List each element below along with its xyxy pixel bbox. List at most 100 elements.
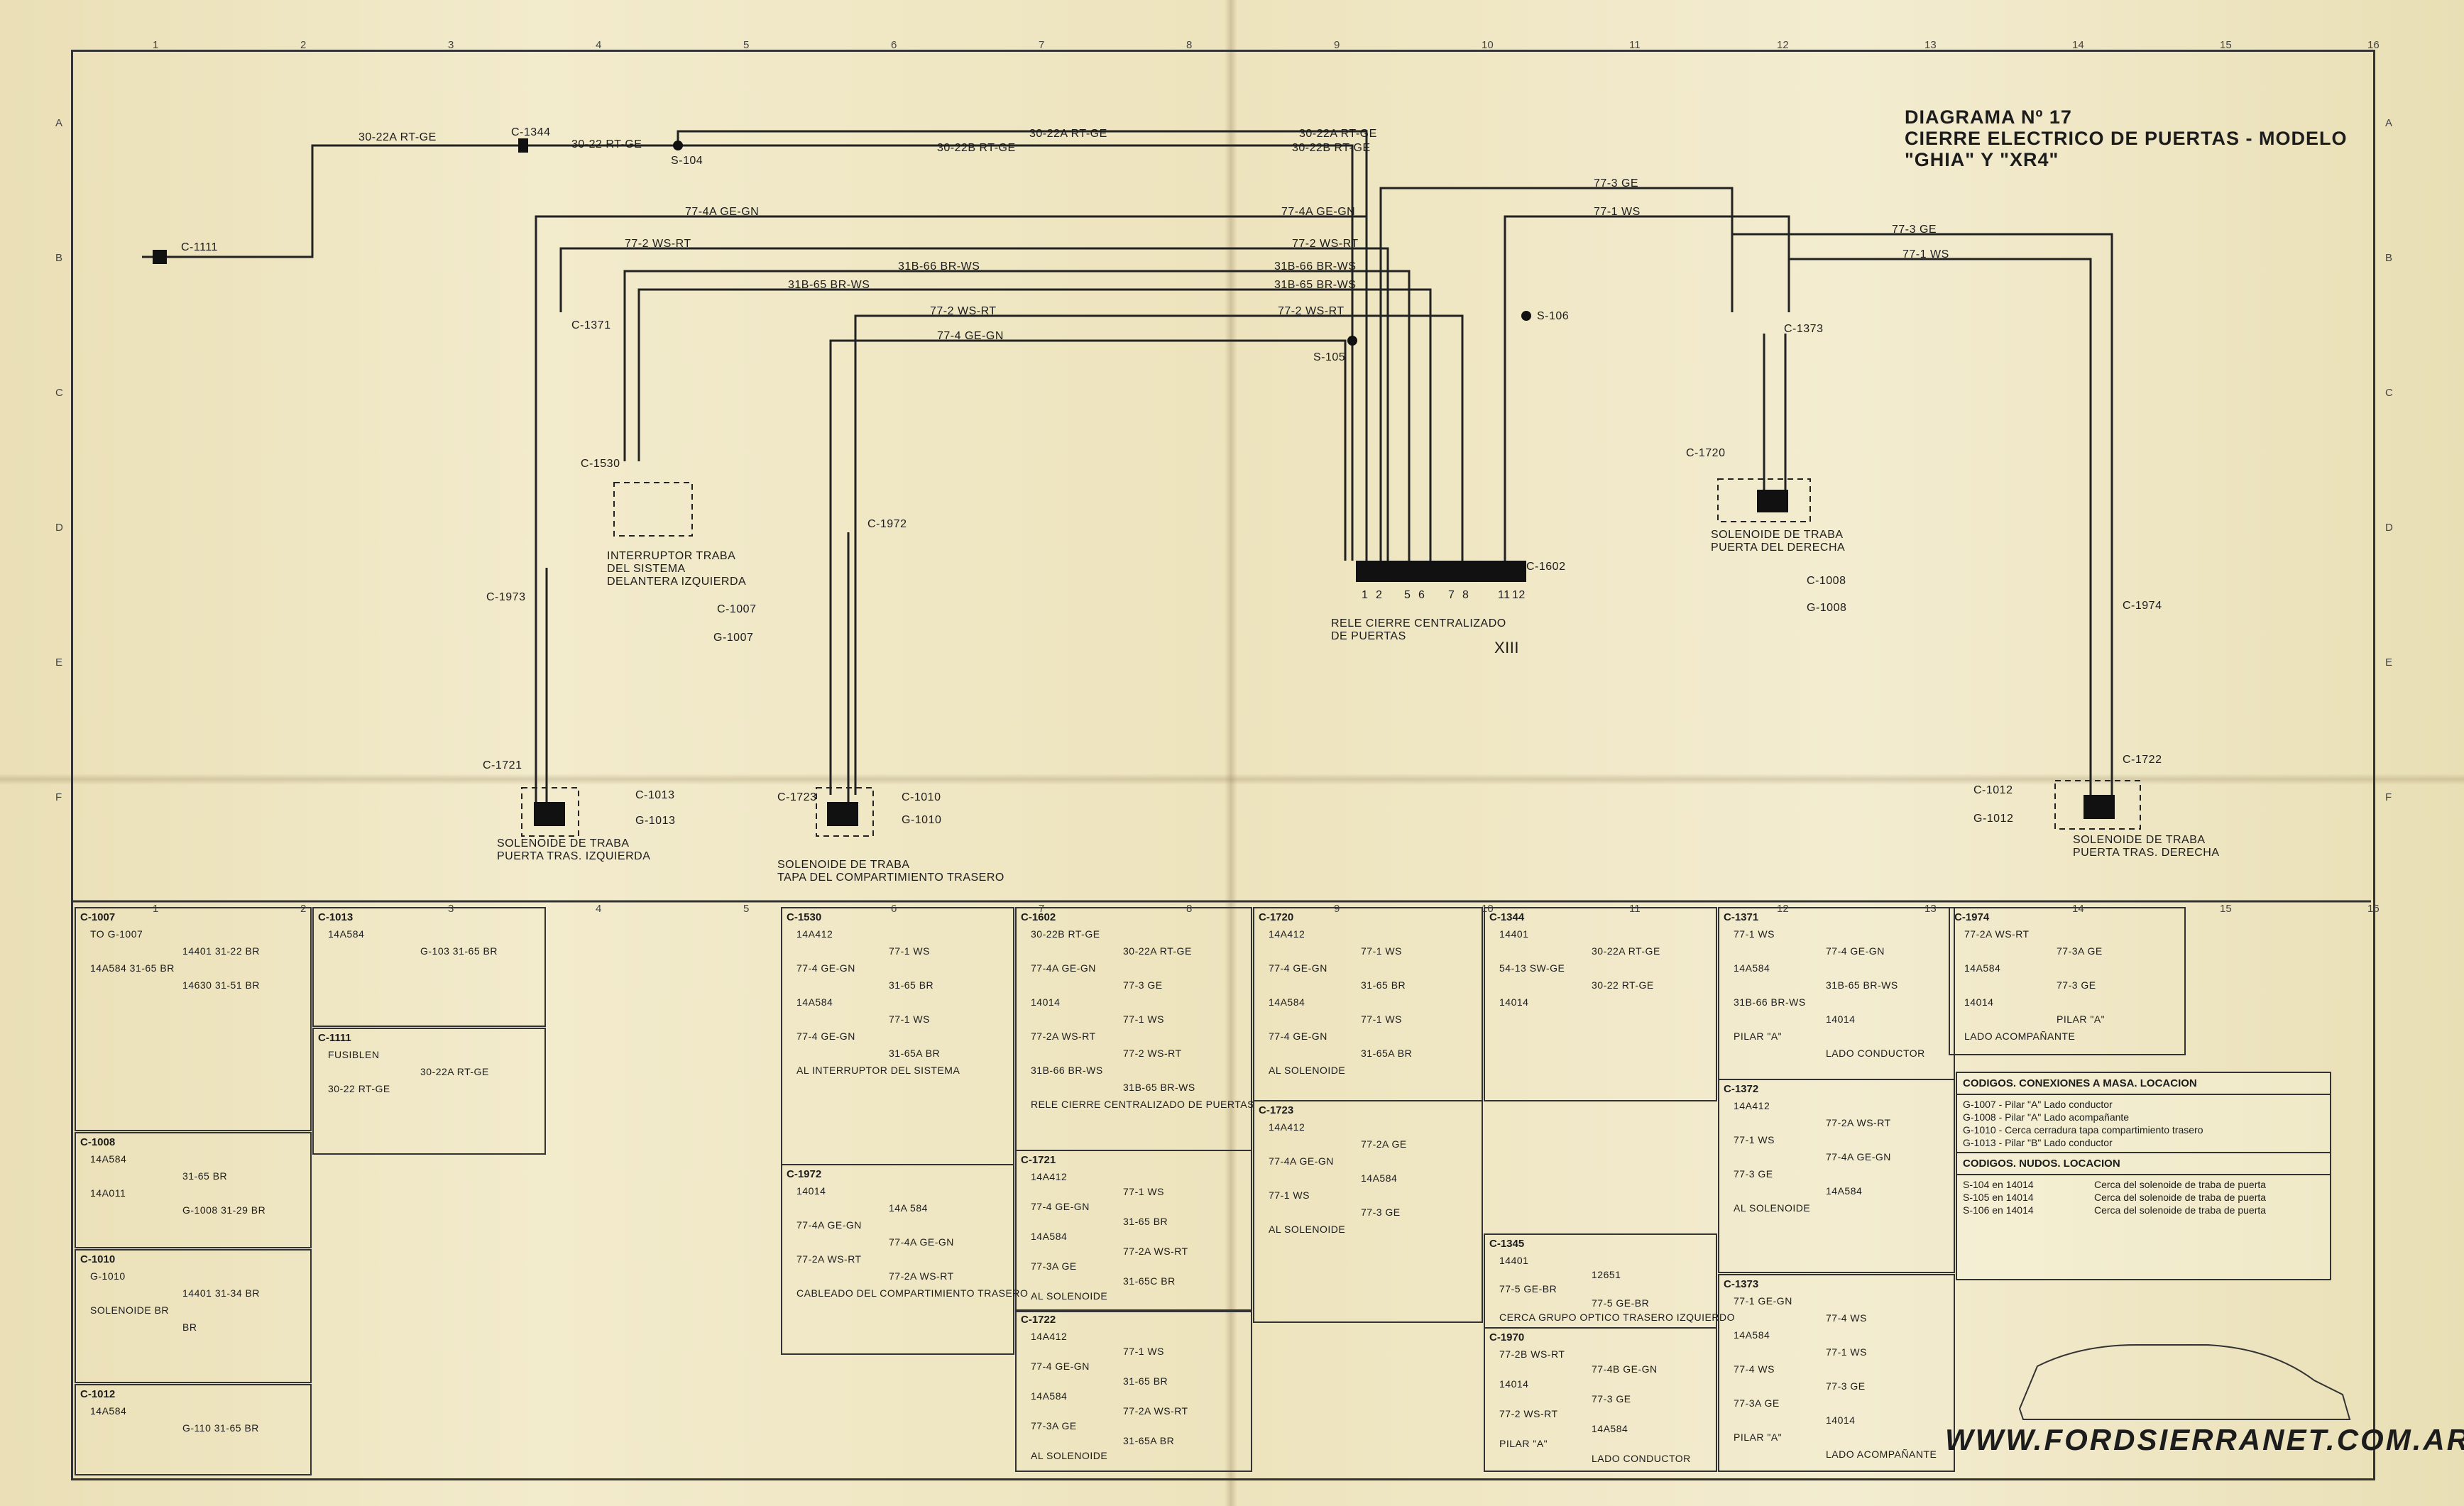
ground-legend-row: G-1008 - Pilar "A" Lado acompañante [1963,1111,2130,1123]
ground-g1012: G-1012 [1973,813,2014,825]
grid-col-15: 15 [2220,39,2232,51]
grid-col-4: 4 [596,39,602,51]
view-line: 77-4A GE-GN [796,1219,862,1231]
view-line: 77-4A GE-GN [889,1236,954,1248]
grid-col-5: 5 [743,903,750,915]
grid-col-16: 16 [2367,903,2380,915]
view-title: C-1007 [80,911,116,923]
wire-77-1-far [1789,258,2092,795]
grid-col-16: 16 [2367,39,2380,51]
diagram-frame [71,50,2375,1480]
view-line: RELE CIERRE CENTRALIZADO DE PUERTAS [1031,1099,1254,1110]
grid-col-7: 7 [1039,903,1045,915]
view-line: 14014 [1031,996,1061,1008]
relay-pin-2: 2 [1376,589,1383,601]
view-line: AL SOLENOIDE [1269,1224,1346,1235]
grid-row-B: B [2385,252,2393,264]
view-line: CERCA GRUPO OPTICO TRASERO IZQUIERDO [1499,1312,1736,1323]
view-line: 31-65 BR [1123,1216,1168,1227]
view-line: 14A584 [1734,962,1770,974]
view-title: C-1008 [80,1136,116,1148]
connector-c1973: C-1973 [486,591,526,603]
location-legend: CODIGOS. CONEXIONES A MASA. LOCACION G-1… [1956,1072,2331,1280]
wire-77-3 [1379,187,1734,561]
view-line: 14401 [1499,928,1529,940]
view-title: C-1345 [1489,1238,1525,1250]
view-line: 14A584 [90,1405,127,1417]
title-line-3: "GHIA" Y "XR4" [1905,149,2059,170]
view-line: 77-1 WS [1826,1346,1867,1358]
view-title: C-1972 [787,1168,822,1180]
splice-legend-title: CODIGOS. NUDOS. LOCACION [1957,1152,2330,1175]
view-line: 77-4 GE-GN [796,1030,855,1042]
connector-c1111: C-1111 [181,241,218,253]
wire-label-77-4a: 77-4A GE-GN [685,206,760,218]
view-line: 77-1 WS [1361,1013,1402,1025]
view-line: 77-4B GE-GN [1592,1363,1658,1375]
grid-col-12: 12 [1777,39,1789,51]
view-line: FUSIBLEN [328,1049,380,1060]
view-line: AL INTERRUPTOR DEL SISTEMA [796,1065,960,1076]
view-line: 54-13 SW-GE [1499,962,1565,974]
view-line: 77-3 GE [1734,1168,1773,1180]
sol-tapa-label: SOLENOIDE DE TRABA TAPA DEL COMPARTIMIEN… [777,859,1004,884]
sol-tras-izq-label: SOLENOIDE DE TRABA PUERTA TRAS. IZQUIERD… [497,837,651,862]
wire-77-1 [1504,215,1790,561]
connector-c1720: C-1720 [1686,447,1726,459]
view-line: SOLENOIDE BR [90,1304,170,1316]
ground-g1008: G-1008 [1807,602,1847,614]
view-line: 14A412 [1734,1100,1770,1111]
splice-location: Cerca del solenoide de traba de puerta [2094,1204,2267,1216]
grid-col-7: 7 [1039,39,1045,51]
title-line-2: CIERRE ELECTRICO DE PUERTAS - MODELO [1905,128,2348,149]
view-line: LADO CONDUCTOR [1592,1453,1691,1464]
wire-label-77-4a-right: 77-4A GE-GN [1281,206,1356,218]
view-line: BR [182,1321,197,1333]
view-title: C-1010 [80,1253,116,1265]
view-line: 77-5 GE-BR [1592,1297,1650,1309]
grid-row-E: E [2385,656,2393,669]
title-line-1: DIAGRAMA Nº 17 [1905,106,2072,128]
view-line: 77-5 GE-BR [1499,1283,1557,1295]
connector-c1012: C-1012 [1973,784,2013,796]
relay-pin-12: 12 [1512,589,1526,601]
view-line: TO G-1007 [90,928,143,940]
view-line: 14A584 [1361,1172,1398,1184]
grid-row-C: C [55,387,63,399]
grid-row-F: F [2385,791,2392,803]
view-line: 14A584 [90,1153,127,1165]
grid-col-8: 8 [1186,903,1193,915]
view-line: 14A584 [1826,1185,1863,1197]
wire-31b-66 [623,270,1411,561]
wire-label-31b-66-right: 31B-66 BR-WS [1274,260,1357,273]
interruptor-label: INTERRUPTOR TRABA DEL SISTEMA DELANTERA … [607,550,747,588]
sol-pto-der-label: SOLENOIDE DE TRABA PUERTA DEL DERECHA [1711,529,1846,554]
view-line: 77-2A WS-RT [1964,928,2030,940]
sol-pto-der-outline [1717,478,1811,522]
interruptor-outline [613,482,693,537]
sol-tras-izq-outline [521,787,579,837]
view-line: 77-1 WS [1269,1189,1310,1201]
view-line: 14A011 [90,1187,126,1199]
grid-row-A: A [55,117,63,129]
grid-row-F: F [55,791,62,803]
view-title: C-1371 [1724,911,1759,923]
grid-col-3: 3 [448,903,454,915]
sol-tras-der-label: SOLENOIDE DE TRABA PUERTA TRAS. DERECHA [2073,834,2220,859]
connector-c1007: C-1007 [717,603,757,615]
relay-pin-6: 6 [1418,589,1425,601]
view-line: 14A584 [1031,1231,1068,1242]
view-line: CABLEADO DEL COMPARTIMIENTO TRASERO [796,1287,1029,1299]
view-line: 77-4 GE-GN [1031,1201,1090,1212]
wire-77-2-lower [854,314,1464,795]
grid-col-11: 11 [1629,39,1641,51]
view-line: 14A 584 [889,1202,928,1214]
